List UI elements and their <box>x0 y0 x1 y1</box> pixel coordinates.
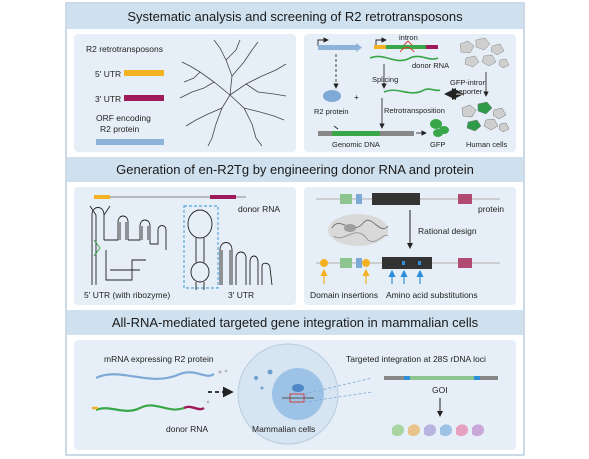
intron-label: intron <box>399 33 418 42</box>
section-1-title: Systematic analysis and screening of R2 … <box>127 9 463 24</box>
utr3-label: 3' UTR <box>228 290 254 300</box>
section-1-header <box>67 4 523 29</box>
human-cells-cluster <box>459 37 510 69</box>
substitution-mark-2 <box>418 261 421 265</box>
eng-domain-3 <box>458 258 472 268</box>
donor-polya-dot <box>206 400 210 404</box>
protein-label: protein <box>478 204 504 214</box>
section-3-header <box>67 310 523 335</box>
locus-goi <box>410 376 474 380</box>
r2-orf-arrowhead <box>356 43 362 52</box>
rna-3utr-bar <box>210 195 236 199</box>
targeted-integration-label: Targeted integration at 28S rDNA loci <box>346 354 486 364</box>
locus-right <box>480 376 498 380</box>
section-3-title: All-RNA-mediated targeted gene integrati… <box>112 315 479 330</box>
protein-domain-1 <box>340 194 352 204</box>
donor-gfp <box>386 45 426 49</box>
cell-dot-2 <box>260 386 264 390</box>
human-cells-label: Human cells <box>466 140 508 149</box>
mrna-polya-dot-1 <box>218 370 222 374</box>
legend-3utr-label: 3' UTR <box>95 94 121 104</box>
substitution-mark-1 <box>402 261 405 265</box>
donor-rna-3utr <box>183 405 205 411</box>
mammalian-cells-label: Mammalian cells <box>252 424 315 434</box>
protein-domain-2 <box>356 194 362 204</box>
donor-5utr <box>374 45 386 49</box>
protein-structure-image <box>328 214 389 246</box>
legend-orf-label-1: ORF encoding <box>96 113 151 123</box>
aa-substitutions-label: Amino acid substitutions <box>386 290 478 300</box>
spliced-rna <box>383 88 441 94</box>
r2-protein-label: R2 protein <box>314 107 349 116</box>
plus-sign: + <box>354 92 359 102</box>
section-2-header <box>67 157 523 182</box>
locus-left <box>384 376 404 380</box>
legend-orf-swatch <box>96 139 164 145</box>
mrna-label: mRNA expressing R2 protein <box>104 354 214 364</box>
gfp-promoter-mark <box>333 125 339 130</box>
protein-domain-3 <box>458 194 472 204</box>
utr3-secondary-structure <box>187 209 273 290</box>
splicing-label: Splicing <box>372 75 398 84</box>
cell-dot-1 <box>254 376 258 380</box>
promoter-arrow-2 <box>375 37 387 46</box>
donor-rna-label-2: donor RNA <box>238 204 280 214</box>
section-2-title: Generation of en-R2Tg by engineering don… <box>116 162 474 177</box>
intron-loop <box>399 47 415 53</box>
utr5-label: 5' UTR (with ribozyme) <box>84 290 170 300</box>
r2-protein-blob <box>323 90 341 102</box>
reporter-label-2: reporter <box>456 87 483 96</box>
genomic-dna-label: Genomic DNA <box>332 140 380 149</box>
cell-dot-3 <box>267 369 273 375</box>
legend-5utr-label: 5' UTR <box>95 69 121 79</box>
phylogenetic-tree <box>179 39 287 147</box>
protein-domain-rt <box>372 193 420 205</box>
legend-3utr-swatch <box>124 95 164 101</box>
zoom-line-2 <box>303 391 373 403</box>
nuclear-r2-protein <box>292 384 304 392</box>
eng-domain-1 <box>340 258 352 268</box>
ribozyme-mark <box>93 239 101 257</box>
genomic-dna-gfp <box>332 131 380 136</box>
eng-domain-2 <box>356 258 362 268</box>
legend-orf-label-2: R2 protein <box>100 124 139 134</box>
donor-rna-wave <box>369 55 439 62</box>
goi-label: GOI <box>432 385 448 395</box>
gfp-positive-cells <box>461 101 510 133</box>
genomic-dna-left <box>318 131 332 136</box>
donor-rna-label: donor RNA <box>412 61 449 70</box>
mrna-wave <box>95 371 215 380</box>
donor-rna-green <box>95 404 185 412</box>
domain-insertions-label: Domain insertions <box>310 290 378 300</box>
r2-orf-bar <box>318 45 356 50</box>
zoom-line-1 <box>303 377 373 395</box>
legend-5utr-swatch <box>124 70 164 76</box>
locus-28s-right <box>474 376 480 380</box>
expressed-proteins <box>392 424 484 437</box>
promoter-arrow-1 <box>317 37 329 46</box>
donor-rna-label-3: donor RNA <box>166 424 208 434</box>
utr3-highlight-box <box>183 205 219 289</box>
retrotransposition-label: Retrotransposition <box>384 106 445 115</box>
donor-3utr <box>426 45 438 49</box>
rna-5utr-bar <box>94 195 110 199</box>
gfp-protein-icon <box>430 119 449 137</box>
utr5-secondary-structure <box>89 205 167 285</box>
intron-mark <box>403 40 413 46</box>
reporter-label-1: GFP-intron <box>450 78 487 87</box>
genomic-dna-right <box>380 131 414 136</box>
mrna-polya-dot-2 <box>224 369 228 373</box>
gfp-label: GFP <box>430 140 445 149</box>
insertion-dot-1 <box>320 259 328 267</box>
panel-1-left <box>74 34 296 152</box>
legend-title: R2 retrotransposons <box>86 44 163 54</box>
rational-design-label: Rational design <box>418 226 477 236</box>
panel-2-left <box>74 187 296 305</box>
locus-28s-left <box>404 376 410 380</box>
insertion-dot-2 <box>362 259 370 267</box>
eng-domain-rt <box>382 257 432 269</box>
